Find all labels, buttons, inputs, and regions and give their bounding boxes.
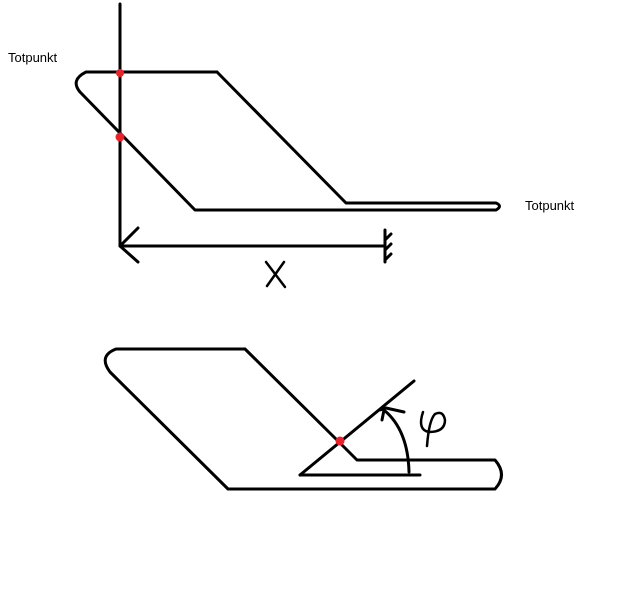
inclined-line [298,379,416,477]
upper-figure [74,2,501,264]
upper-contour-slant [215,70,501,212]
angle-phi-symbol: φ [419,410,447,448]
marker-lower [335,436,345,446]
angle-arc [382,408,411,474]
lower-contour [103,347,503,491]
dead-center-label-left: Totpunkt [8,50,58,65]
upper-contour [74,70,497,212]
ground-hatch-icon [383,228,393,264]
axis-x-symbol: X [264,260,287,289]
marker-upper-mid [115,132,125,142]
x-axis-arrowhead [118,226,140,264]
lower-figure [103,347,503,491]
marker-upper-top [116,69,124,77]
angle-arc-arrow-icon [378,406,406,422]
dead-center-label-right: Totpunkt [525,198,575,213]
